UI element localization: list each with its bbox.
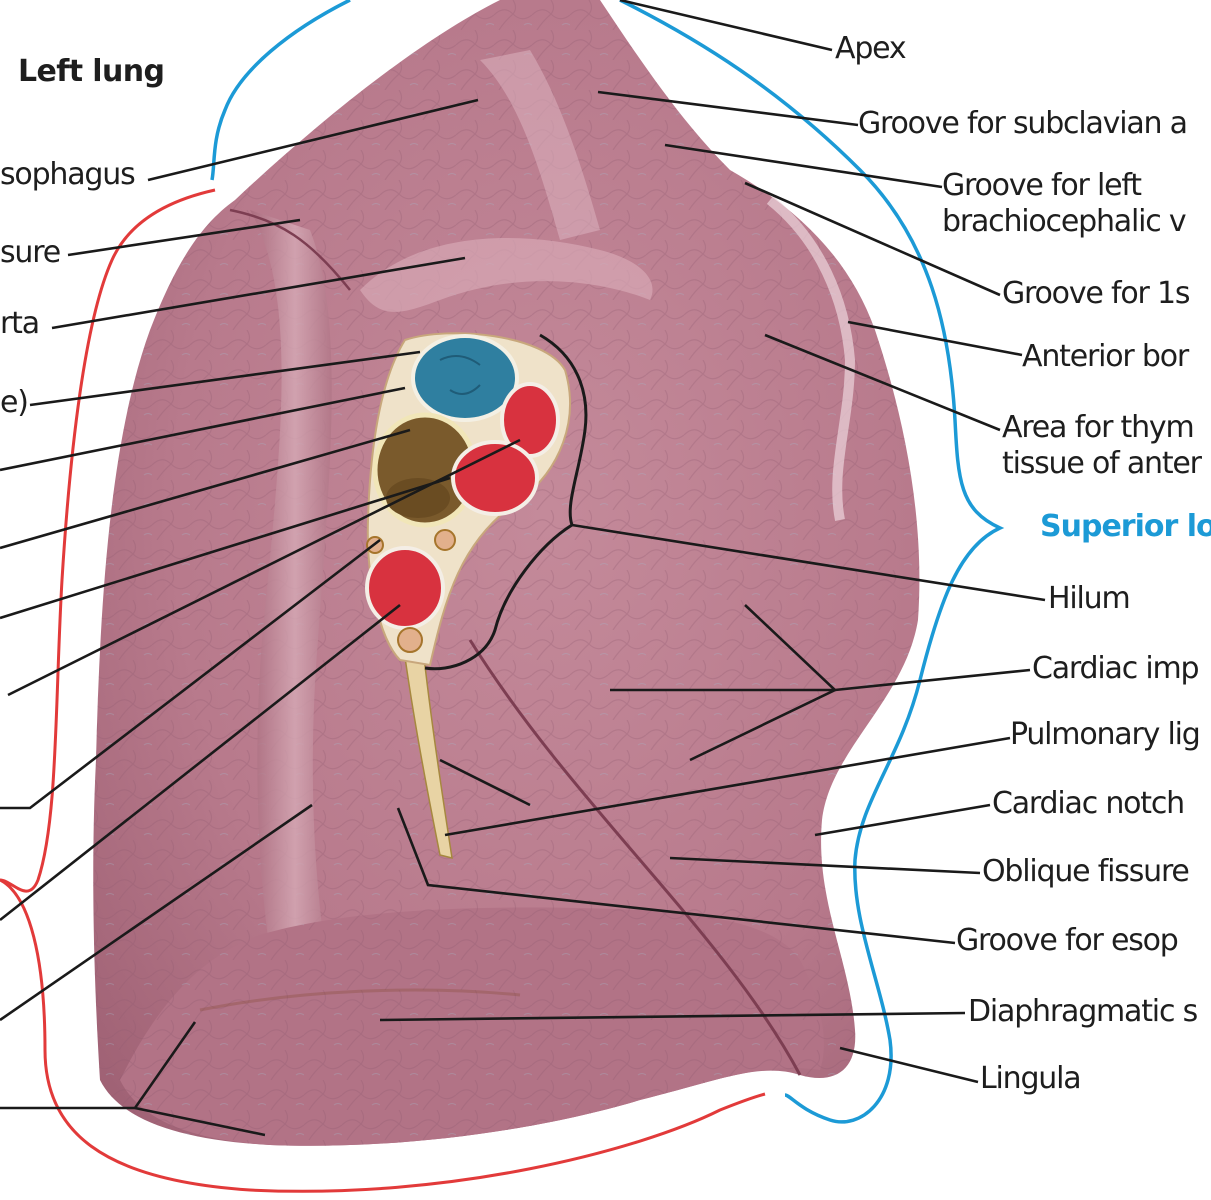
label-groove-brachiocephalic-line1: Groove for left xyxy=(942,168,1142,203)
pulmonary-vein-middle xyxy=(451,440,539,516)
label-groove-first-rib: Groove for 1s xyxy=(1002,276,1190,311)
superior-lobe-bracket-top xyxy=(210,0,351,181)
oblique-fissure-line xyxy=(468,639,802,1076)
label-pulmonary-ligament: Pulmonary lig xyxy=(1010,717,1201,752)
label-left-fissure: sure xyxy=(0,235,61,270)
label-cardiac-notch: Cardiac notch xyxy=(992,786,1185,821)
label-diaphragmatic-surface: Diaphragmatic s xyxy=(968,994,1198,1029)
label-area-thymus: Area for thym tissue of anter xyxy=(1002,410,1202,482)
label-groove-subclavian: Groove for subclavian a xyxy=(858,106,1188,141)
label-hilum: Hilum xyxy=(1048,581,1131,616)
pulmonary-vein-lower xyxy=(365,546,445,630)
pulmonary-ligament-strip xyxy=(399,619,453,860)
leader-lines xyxy=(0,0,1046,1137)
label-groove-esophagus: Groove for esop xyxy=(956,923,1179,958)
label-superior-lobe: Superior lo xyxy=(1040,509,1211,544)
inferior-lobe-bracket xyxy=(0,188,766,1193)
lymph-node xyxy=(434,529,456,551)
superior-lobe-bracket xyxy=(619,0,1005,1124)
hilum-outline xyxy=(424,333,588,671)
aortic-groove xyxy=(360,238,653,312)
label-cardiac-impression: Cardiac imp xyxy=(1032,651,1200,686)
label-apex: Apex xyxy=(835,31,907,66)
label-area-thymus-line1: Area for thym xyxy=(1002,410,1195,445)
anterior-border-highlight xyxy=(766,196,856,521)
label-oblique-fissure: Oblique fissure xyxy=(982,854,1190,889)
label-anterior-border: Anterior bor xyxy=(1022,339,1189,374)
label-left-paren: e) xyxy=(0,385,29,420)
lymph-node xyxy=(397,627,423,653)
esophageal-groove-ribbon xyxy=(250,210,340,1050)
pulmonary-artery xyxy=(411,334,519,422)
diagram-title: Left lung xyxy=(18,54,165,89)
label-groove-brachiocephalic: Groove for left brachiocephalic v xyxy=(942,168,1187,240)
subclavian-groove xyxy=(480,50,600,240)
label-left-aorta: rta xyxy=(0,306,40,341)
label-left-esophagus: sophagus xyxy=(0,157,136,192)
label-groove-brachiocephalic-line2: brachiocephalic v xyxy=(942,204,1187,239)
hilar-structures xyxy=(365,334,560,653)
label-area-thymus-line2: tissue of anter xyxy=(1002,446,1202,481)
label-lingula: Lingula xyxy=(980,1061,1082,1096)
